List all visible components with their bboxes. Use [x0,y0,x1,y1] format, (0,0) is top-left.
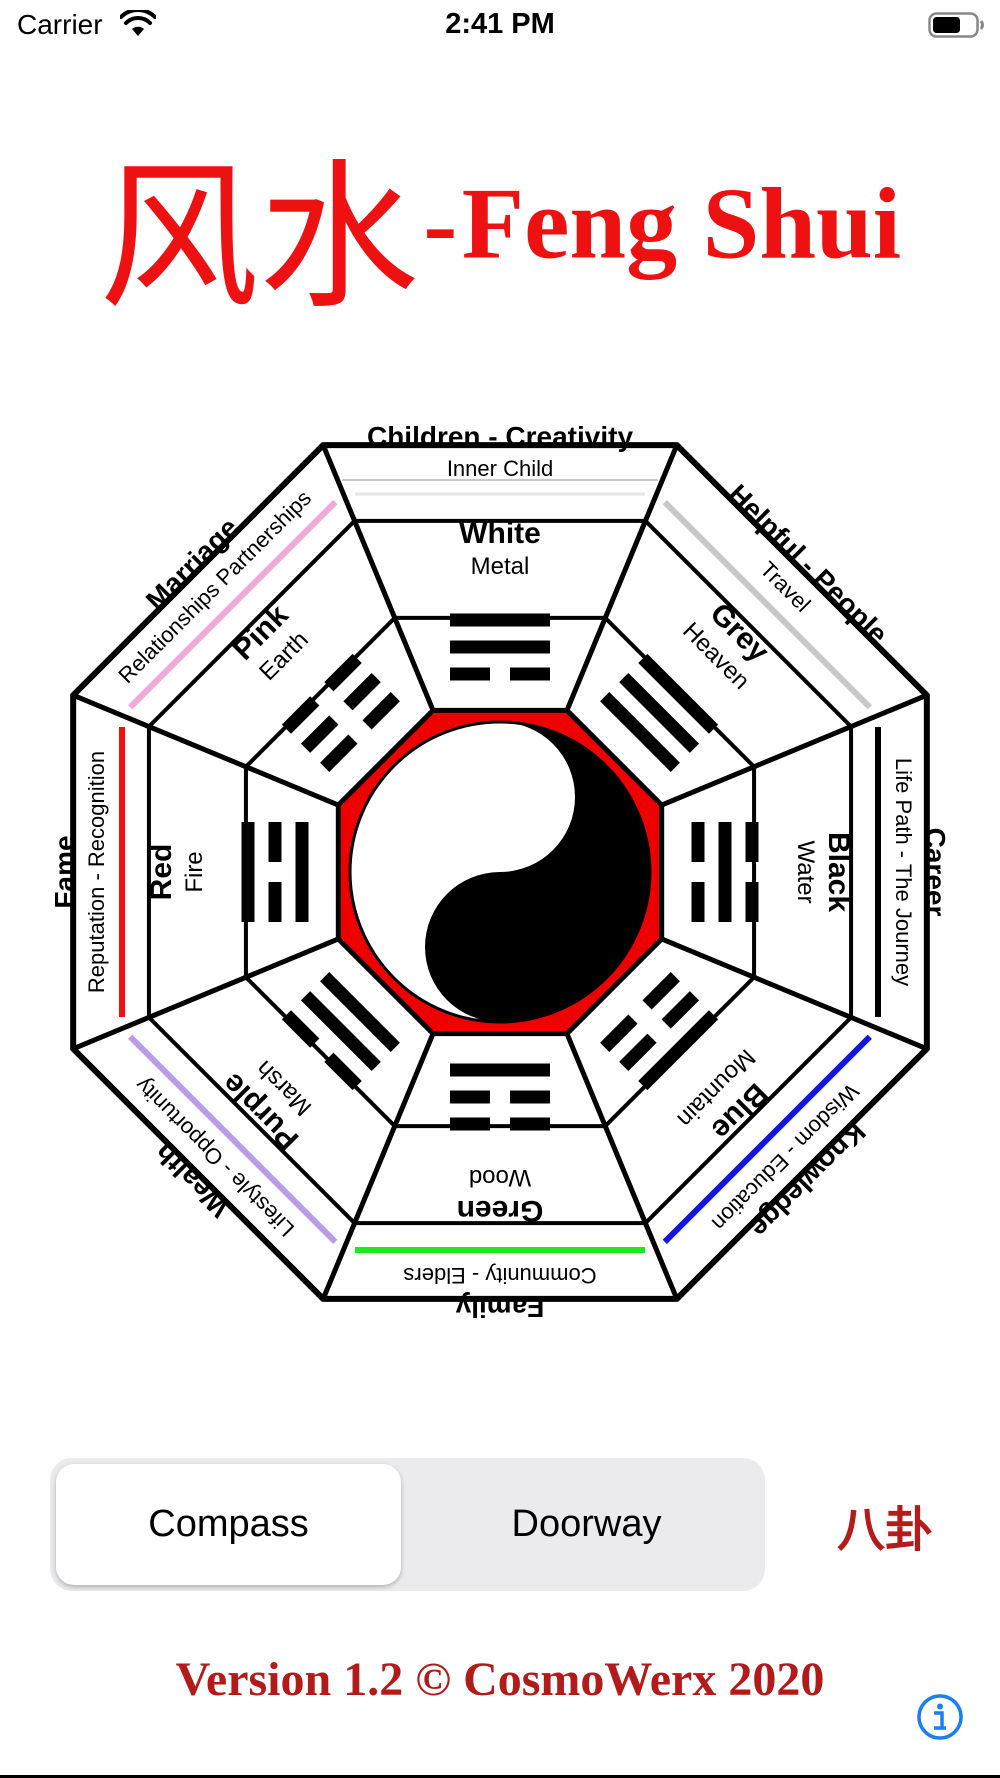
wifi-icon [120,10,156,36]
element-label-north: Water [792,840,819,903]
status-bar: Carrier 2:41 PM [0,0,1000,50]
area-label-east: Family [455,1292,544,1323]
element-label-west: Metal [471,553,530,580]
element-label-south: Fire [181,851,208,892]
area-label-south: Fame [49,835,80,908]
title-english: Feng Shui [461,167,902,281]
bagua-divider [564,444,680,712]
bottom-edge [0,1775,1000,1778]
trigram-southwest [281,653,400,772]
carrier-label: Carrier [17,9,103,40]
trigram-south [241,822,309,922]
bagua-divider [72,692,340,808]
mode-segmented-control: Compass Doorway [50,1458,765,1591]
trigram-east [450,1063,550,1131]
bagua-divider [660,936,928,1052]
stripe-southwest [128,500,338,710]
stripe-northeast [662,1034,872,1244]
band-east: Green Wood [457,1164,544,1227]
element-label-east: Wood [469,1164,531,1191]
trigram-southeast [281,972,400,1091]
bagua-divider [320,444,436,712]
bagua-divider [72,936,340,1052]
battery-icon [928,12,984,38]
area-subtitle-north: Life Path - The Journey [891,758,916,986]
title-separator: - [423,167,458,281]
area-east: Family Community - Elders [403,1263,596,1323]
title-chinese: 风水 [98,144,419,331]
compass-segment[interactable]: Compass [56,1464,401,1585]
bagua-divider [320,1032,436,1300]
color-label-south: Red [145,844,178,901]
area-subtitle-south: Reputation - Recognition [84,751,109,993]
color-label-west: White [459,517,541,550]
area-subtitle-east: Community - Elders [403,1263,596,1288]
info-icon[interactable] [916,1693,964,1741]
stripe-southeast [128,1034,338,1244]
color-label-north: Black [822,832,855,912]
trigram-northeast [600,972,719,1091]
trigram-north [691,822,759,922]
area-label-north: Career [920,828,951,917]
bagua-divider [564,1032,680,1300]
doorway-segment[interactable]: Doorway [511,1503,662,1545]
area-subtitle-west: Inner Child [447,456,553,481]
yin-yang-icon [348,720,652,1024]
color-label-east: Green [457,1194,544,1227]
trigram-northwest [600,653,719,772]
clock: 2:41 PM [445,8,555,40]
app-title: 风水 - Feng Shui [0,108,1000,340]
version-footer: Version 1.2 © CosmoWerx 2020 [175,1653,825,1706]
area-label-west: Children - Creativity [367,421,633,452]
bagua-button[interactable]: 八卦 [836,1502,933,1558]
stripe-northwest [662,500,872,710]
trigram-west [450,613,550,681]
bagua-divider [660,692,928,808]
